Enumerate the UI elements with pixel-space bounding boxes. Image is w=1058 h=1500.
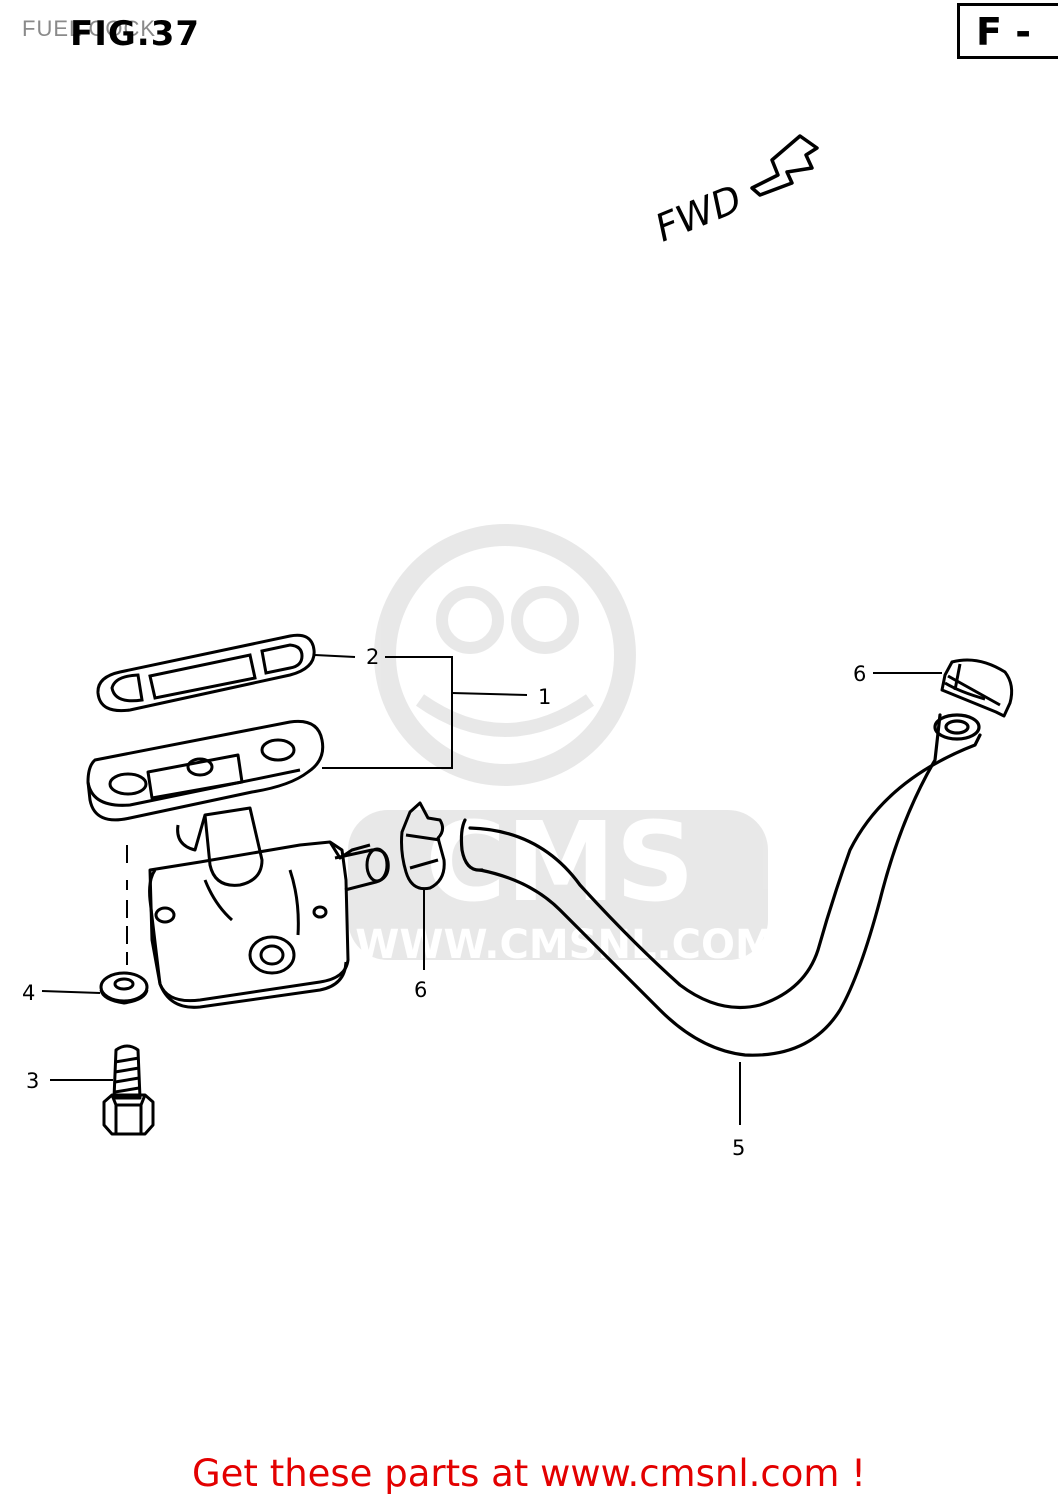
part-4-washer [99,971,149,1005]
footer-cta-link[interactable]: Get these parts at www.cmsnl.com ! [191,1452,866,1495]
part-6-clip-upper [940,658,1014,718]
figure-label: FIG.37 [70,14,201,54]
callout-labels: 2 1 4 3 6 6 5 [22,645,866,1160]
forward-label: FWD [653,175,745,253]
part-5-fuel-hose [459,713,982,1057]
part-6-clip-lower [400,801,446,891]
callout-6-upper: 6 [853,662,866,686]
watermark: CMS WWW.CMSNL.COM [348,524,775,968]
leader-lines [41,654,942,1125]
callout-2: 2 [366,645,379,669]
part-3-bolt [102,1044,155,1136]
forward-arrow-icon [750,134,819,197]
forward-direction-indicator: FWD [653,134,819,253]
callout-6-lower: 6 [414,978,427,1002]
section-code-box: F - [957,3,1058,59]
callout-3: 3 [26,1069,39,1093]
part-1-fuel-cock [86,719,390,1009]
section-code: F - [976,10,1031,54]
watermark-url: WWW.CMSNL.COM [355,922,775,968]
callout-4: 4 [22,981,35,1005]
section-title: FUEL COCK [22,16,157,41]
watermark-mascot-icon [374,524,636,786]
callout-1: 1 [538,685,551,709]
part-2-gasket [96,633,316,713]
callout-5: 5 [732,1136,745,1160]
